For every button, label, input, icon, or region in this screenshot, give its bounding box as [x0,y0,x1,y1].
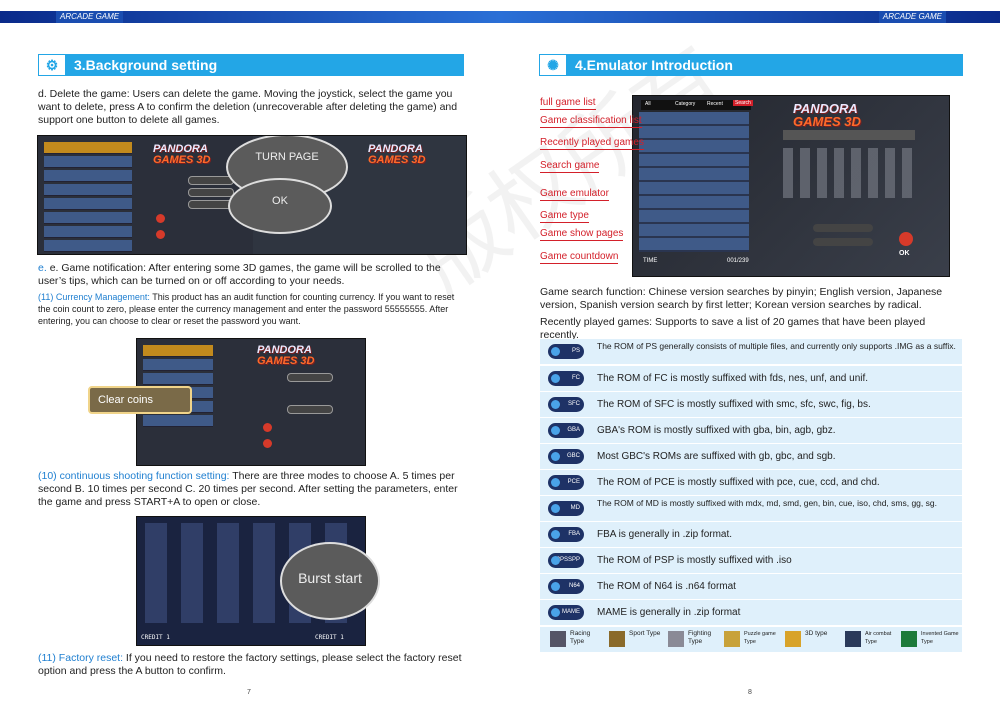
settings-icon: ✺ [539,54,567,76]
label-classification: Game classification list [540,115,642,128]
label-show-pages: Game show pages [540,228,624,241]
para-delete-game: d. Delete the game: Users can delete the… [38,88,458,126]
header-label-left: ARCADE GAME [56,11,124,23]
label-search: Search game [540,160,600,173]
para-recent-games: Recently played games: Supports to save … [540,316,926,341]
page-number-right: 8 [748,689,752,696]
label-emulator: Game emulator [540,188,609,201]
label-recent: Recently played games [540,137,644,150]
type-3d: 3D type [785,630,839,647]
game-list-left [44,142,132,254]
top-bar-left: ARCADE GAME [0,11,500,23]
ball-icon [609,631,625,647]
game-types-strip: Racing Type Sport Type Fighting Type Puz… [540,627,962,652]
emu-time: TIME [643,258,658,264]
emu-ok: OK [899,250,910,257]
emu-tabs: All Category Recent Search [641,100,753,110]
section-header-emulator: ✺ 4.Emulator Introduction [539,54,963,76]
para-continuous-shooting: (10) continuous shooting function settin… [38,470,458,508]
para-currency-management: (11) Currency Management: This product h… [38,292,455,326]
type-invented: Invented Game Type [901,630,961,647]
ok-bubble: OK [228,178,332,234]
emu-count: 001/239 [727,258,749,264]
burst-start-bubble: Burst start [280,542,380,620]
type-sport: Sport Type [609,630,663,647]
invented-game-icon [901,631,917,647]
credit-right: CREDIT 1 [315,634,344,641]
para-game-notification: e. e. Game notification: After entering … [38,262,441,287]
section-title: 4.Emulator Introduction [575,57,733,73]
page-number-left: 7 [247,689,251,696]
racing-icon [550,631,566,647]
header-label-right: ARCADE GAME [878,11,946,23]
label-full-game-list: full game list [540,97,596,110]
type-air-combat: Air combat Type [845,630,899,647]
fighting-icon [668,631,684,647]
credit-left: CREDIT 1 [141,634,170,641]
3d-icon [785,631,801,647]
type-racing: Racing Type [550,630,604,647]
label-countdown: Game countdown [540,251,619,264]
clear-coins-callout: Clear coins [88,386,192,414]
type-puzzle: Puzzle game Type [724,630,784,647]
section-header-background: ⚙ 3.Background setting [38,54,464,76]
plane-icon [845,631,861,647]
para-search-function: Game search function: Chinese version se… [540,286,943,311]
label-type: Game type [540,210,589,223]
para-factory-reset: (11) Factory reset: If you need to resto… [38,652,462,677]
type-fighting: Fighting Type [668,630,722,647]
puzzle-icon [724,631,740,647]
top-bar-right: ARCADE GAME [500,11,1000,23]
gear-icon: ⚙ [38,54,66,76]
section-title: 3.Background setting [74,57,218,73]
